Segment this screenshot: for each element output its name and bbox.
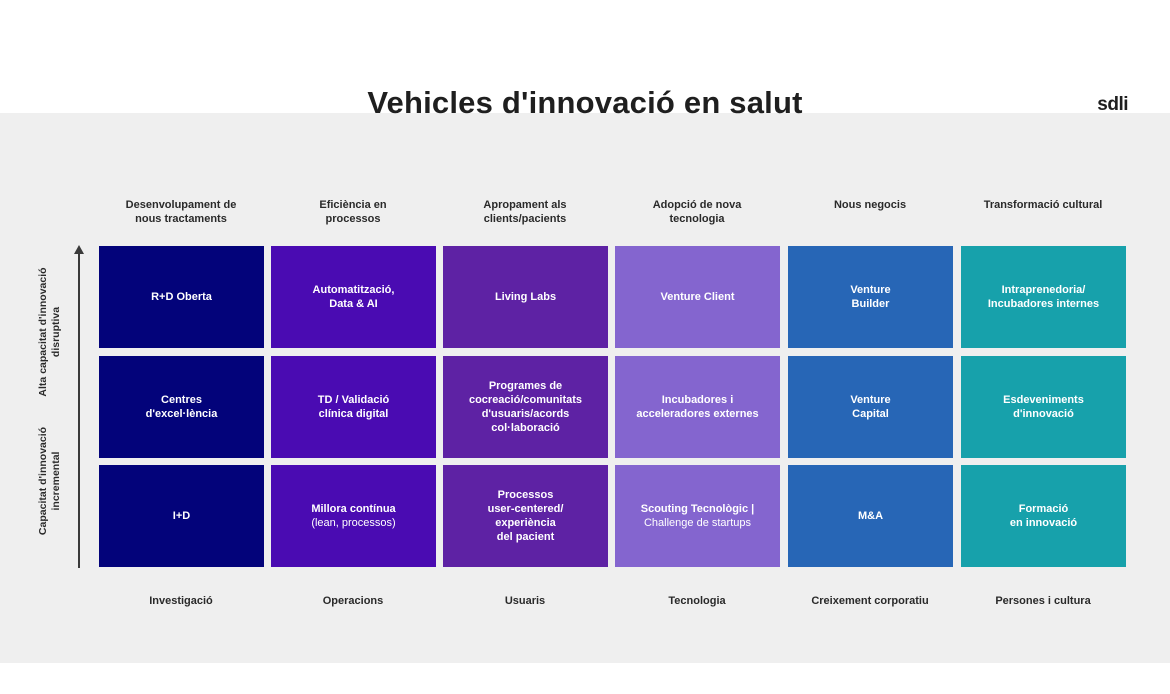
matrix-cell: Incubadores i acceleradores externes: [615, 356, 780, 458]
cell-label-line: Venture: [850, 284, 891, 296]
cell-text: M&A: [858, 509, 883, 523]
cell-label-line: cocreació/comunitats: [468, 394, 583, 406]
matrix-cell: M&A: [788, 465, 953, 567]
cell-text: Esdeveniments d'innovació: [1003, 393, 1084, 421]
cell-label-line: Capital: [852, 408, 889, 420]
cell-label-line: Automatització,: [312, 284, 395, 296]
sdli-logo: sdli: [1097, 94, 1128, 115]
cell-label-line: Scouting Tecnològic |: [640, 503, 755, 515]
cell-text: Living Labs: [495, 290, 556, 304]
cell-label-line: Data & AI: [329, 298, 378, 310]
matrix-cell: Millora contínua (lean, processos): [271, 465, 436, 567]
column-footer-persones-i-cultura: Persones i cultura: [995, 595, 1091, 607]
y-axis-line: [78, 252, 80, 568]
matrix-cell: Centres d'excel·lència: [99, 356, 264, 458]
column-header-creixement-corporatiu: Nous negocis: [833, 199, 907, 211]
cell-label-line: Formació: [1018, 503, 1069, 515]
column-header-tecnologia: Adopció de nova tecnologia: [652, 199, 742, 225]
column-footer-investigacio: Investigació: [149, 595, 213, 607]
matrix-cell: Programes de cocreació/comunitats d'usuari…: [443, 356, 608, 458]
cell-label-line: Centres: [161, 394, 202, 406]
cell-label-line: Living Labs: [494, 291, 557, 303]
cell-label-line: Intraprenedoria/: [1001, 284, 1086, 296]
cell-text: TD / Validació clínica digital: [318, 393, 390, 421]
cell-sublabel: Challenge de startups: [643, 517, 751, 529]
matrix-cell: I+D: [99, 465, 264, 567]
matrix-cell: Processos user-centered/experiència del pa…: [443, 465, 608, 567]
matrix-cell: Scouting Tecnològic | Challenge de startu…: [615, 465, 780, 567]
cell-text: Formació en innovació: [1010, 502, 1077, 530]
cell-text: Intraprenedoria/Incubadores internes: [988, 283, 1099, 311]
cell-label-line: Incubadores i: [661, 394, 734, 406]
cell-label-line: I+D: [172, 510, 191, 522]
column-header-usuaris: Apropament als clients/pacients: [483, 199, 567, 225]
cell-label-line: Processos: [497, 489, 554, 501]
cell-label-line: M&A: [857, 510, 884, 522]
cell-text: R+D Oberta: [151, 290, 212, 304]
cell-label-line: col·laboració: [491, 422, 560, 434]
cell-text: Millora contínua (lean, processos): [311, 502, 395, 530]
cell-label-line: user-centered/: [487, 503, 564, 515]
column-footer-usuaris: Usuaris: [504, 595, 546, 607]
column-footer-tecnologia: Tecnologia: [668, 595, 726, 607]
arrow-up-icon: [74, 245, 84, 254]
cell-label-line: Programes de: [488, 380, 563, 392]
cell-label-line: Incubadores internes: [987, 298, 1100, 310]
y-axis-label-bottom: Capacitat d'innovació incremental: [37, 426, 62, 536]
cell-label-line: clínica digital: [318, 408, 389, 420]
cell-label-line: d'excel·lència: [145, 408, 218, 420]
cell-text: I+D: [173, 509, 190, 523]
cell-text: Programes de cocreació/comunitats d'usuari…: [469, 379, 582, 435]
cell-label-line: en innovació: [1009, 517, 1078, 529]
matrix-cell: R+D Oberta: [99, 246, 264, 348]
cell-label-line: TD / Validació: [317, 394, 390, 406]
column-footer-operacions: Operacions: [322, 595, 384, 607]
cell-text: Scouting Tecnològic | Challenge de startu…: [641, 502, 755, 530]
matrix-cell: TD / Validació clínica digital: [271, 356, 436, 458]
column-footer-creixement-corporatiu: Creixement corporatiu: [811, 595, 929, 607]
cell-label-line: del pacient: [496, 531, 555, 543]
cell-text: Incubadores i acceleradores externes: [636, 393, 758, 421]
matrix-cell: Venture Client: [615, 246, 780, 348]
matrix-cell: Living Labs: [443, 246, 608, 348]
cell-label-line: Venture: [850, 394, 891, 406]
column-header-operacions: Eficiència en processos: [319, 199, 387, 225]
cell-label-line: Esdeveniments: [1003, 394, 1084, 406]
column-header-investigacio: Desenvolupament de nous tractaments: [125, 199, 237, 225]
cell-text: Centres d'excel·lència: [146, 393, 218, 421]
cell-sublabel: (lean, processos): [311, 517, 396, 529]
cell-label-line: Builder: [851, 298, 890, 310]
matrix-cell: Esdeveniments d'innovació: [961, 356, 1126, 458]
cell-label-line: R+D Oberta: [151, 291, 212, 303]
cell-label-line: Millora contínua: [311, 503, 396, 515]
matrix-cell: Automatització, Data & AI: [271, 246, 436, 348]
cell-label-line: d'innovació: [1013, 408, 1074, 420]
cell-text: Processos user-centered/experiència del pa…: [488, 488, 564, 544]
matrix-cell: Intraprenedoria/Incubadores internes: [961, 246, 1126, 348]
cell-label-line: Venture Client: [660, 291, 735, 303]
cell-text: Automatització, Data & AI: [313, 283, 395, 311]
cell-label-line: acceleradores externes: [636, 408, 759, 420]
column-header-persones-i-cultura: Transformació cultural: [983, 199, 1103, 211]
cell-text: Venture Client: [661, 290, 735, 304]
matrix-cell: Formació en innovació: [961, 465, 1126, 567]
page-title: Vehicles d'innovació en salut: [367, 85, 803, 120]
cell-label-line: experiència: [495, 517, 556, 529]
y-axis-label-top: Alta capacitat d'innovació disruptiva: [37, 267, 62, 397]
cell-label-line: d'usuaris/acords: [481, 408, 570, 420]
